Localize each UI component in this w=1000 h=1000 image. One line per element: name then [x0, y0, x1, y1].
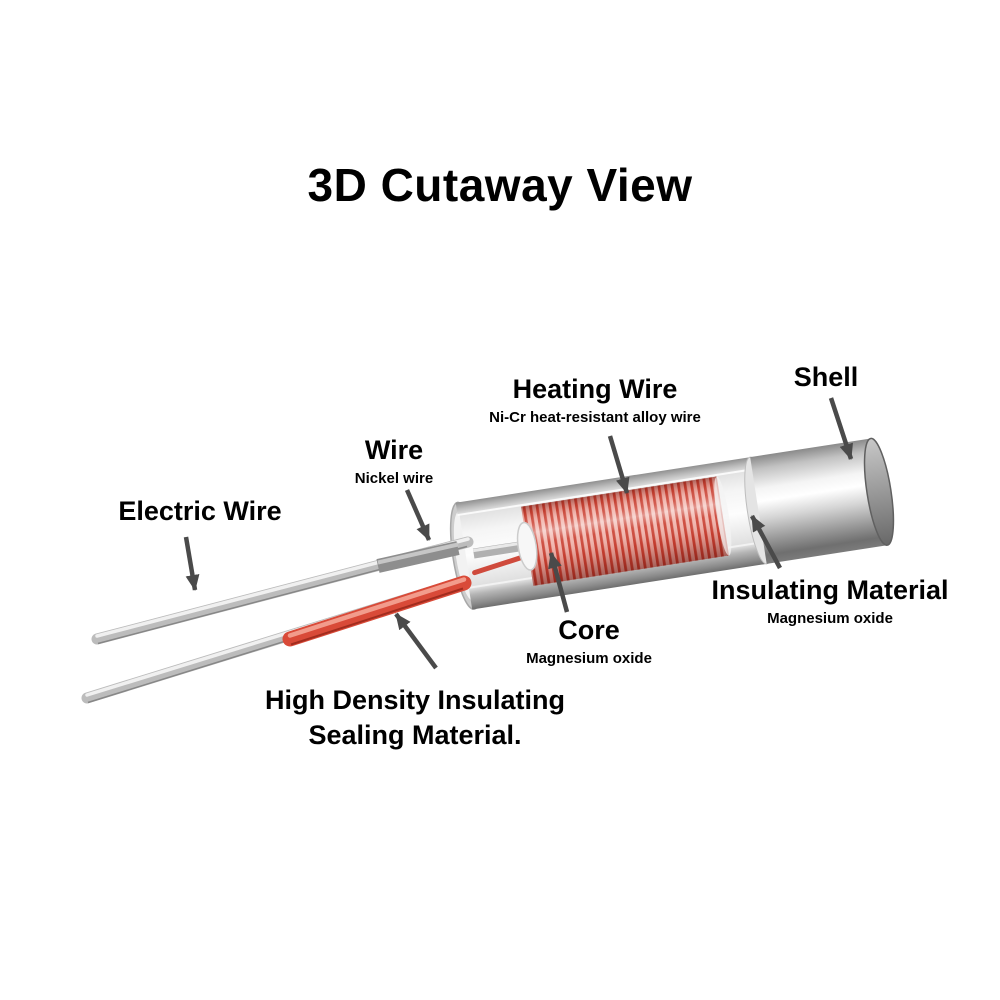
- arrow-core: [548, 552, 570, 613]
- shell-title: Shell: [793, 362, 859, 392]
- core-face: [516, 521, 538, 571]
- label-core: Core Magnesium oxide: [526, 615, 652, 668]
- diagram-title: 3D Cutaway View: [307, 159, 693, 211]
- label-sealing-material: High Density Insulating Sealing Material…: [265, 683, 565, 753]
- arrow-heating-wire: [607, 435, 630, 494]
- arrow-shell: [828, 397, 854, 460]
- metal-shell: [744, 437, 895, 565]
- electric-wires: [81, 536, 474, 704]
- arrow-sealing-material: [394, 612, 438, 670]
- arrow-wire: [404, 489, 432, 541]
- red-sealing-sleeve: [282, 575, 472, 647]
- label-electric-wire: Electric Wire: [118, 496, 281, 528]
- core-title: Core: [558, 615, 620, 645]
- internal-heating-lead: [472, 552, 532, 576]
- label-shell: Shell: [794, 362, 859, 394]
- heating-wire-title: Heating Wire: [512, 374, 678, 404]
- callout-arrows: [183, 397, 854, 670]
- core-subtitle: Magnesium oxide: [526, 649, 652, 667]
- insulating-material-title: Insulating Material: [711, 575, 949, 605]
- label-insulating-material: Insulating Material Magnesium oxide: [711, 575, 948, 628]
- wire-subtitle: Nickel wire: [354, 469, 434, 487]
- heating-wire-subtitle: Ni-Cr heat-resistant alloy wire: [489, 408, 701, 426]
- electric-wire-title: Electric Wire: [118, 496, 282, 526]
- nickel-wire-sleeve: [376, 541, 460, 573]
- heater-body: [449, 437, 895, 610]
- label-wire: Wire Nickel wire: [355, 435, 433, 488]
- shell-end-cap: [863, 437, 895, 546]
- sealing-material-line1: High Density Insulating: [264, 685, 566, 715]
- wire-title: Wire: [364, 435, 424, 465]
- insulating-material-subtitle: Magnesium oxide: [767, 609, 893, 627]
- arrow-electric-wire: [183, 536, 200, 591]
- shell-top-cut-edge: [455, 456, 755, 517]
- label-heating-wire: Heating Wire Ni-Cr heat-resistant alloy …: [489, 374, 701, 427]
- arrow-insulating-material: [750, 514, 782, 570]
- sealing-material-line2: Sealing Material.: [308, 720, 522, 751]
- heating-coil: [521, 476, 732, 586]
